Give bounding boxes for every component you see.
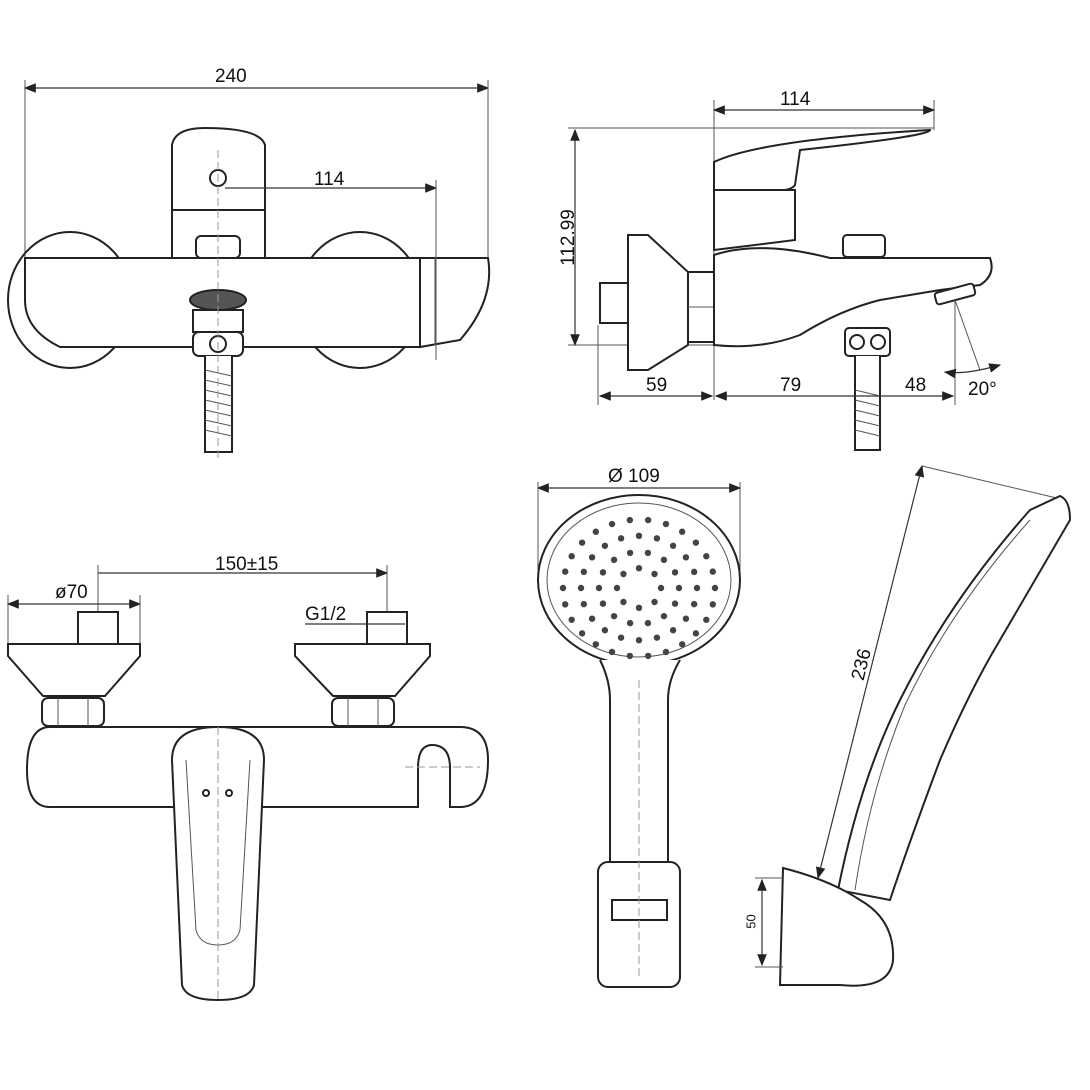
front-view: [6, 565, 490, 1002]
side-view: [568, 100, 1002, 451]
dim-angle: 20°: [968, 379, 997, 400]
hand-shower-side: [755, 464, 1072, 987]
dim-head-diameter: Ø 109: [608, 466, 660, 487]
dim-thread: G1/2: [305, 604, 347, 625]
dim-lever-length: 114: [780, 89, 811, 110]
dim-flange-diameter: ø70: [55, 582, 88, 603]
spray-nozzles: [559, 516, 719, 660]
dim-height: 112.99: [557, 209, 579, 266]
dim-holder-height: 50: [743, 914, 759, 929]
dim-body-to-hose: 79: [780, 375, 802, 396]
dim-lever-to-outlet: 114: [314, 169, 345, 190]
dim-centers: 150±15: [215, 554, 279, 575]
top-view: [7, 80, 491, 460]
dim-overall-width: 240: [215, 66, 247, 87]
dim-hose-to-spout: 48: [905, 375, 927, 396]
hand-shower-front: [536, 482, 742, 988]
dim-wall-to-body: 59: [646, 375, 668, 396]
